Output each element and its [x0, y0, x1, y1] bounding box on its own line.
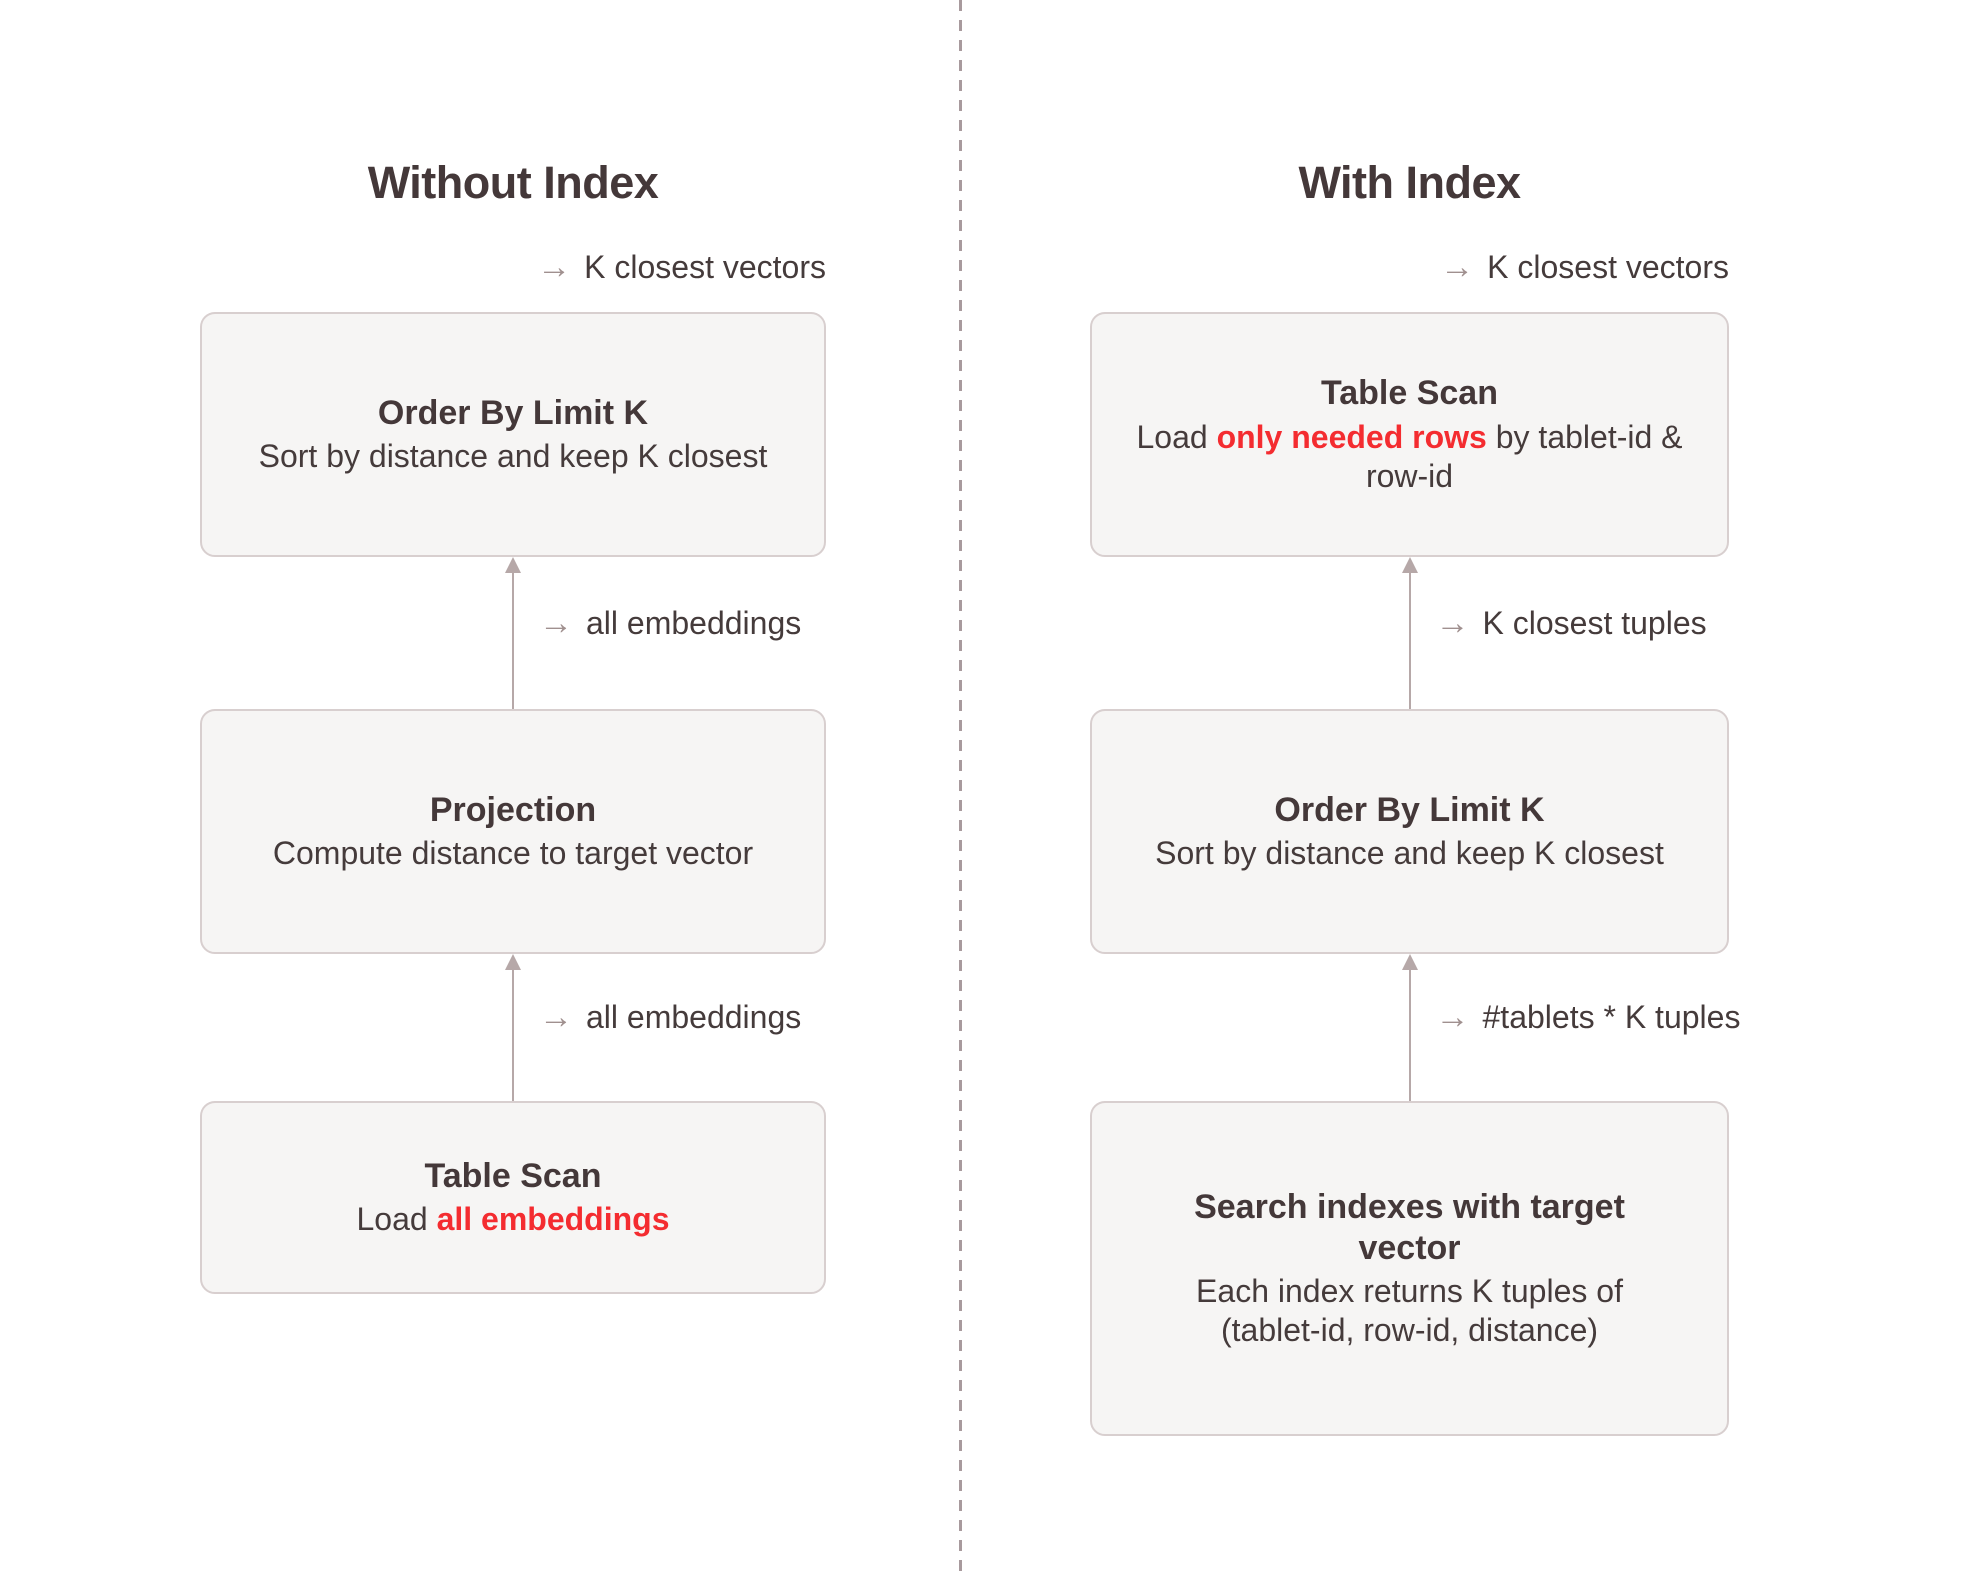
node-body-pre: Each index returns K tuples of (tablet-i…	[1196, 1273, 1623, 1349]
arrowhead-icon	[1401, 954, 1418, 970]
output-label-left: → K closest vectors	[537, 249, 826, 286]
connector-label-left-1: → all embeddings	[539, 605, 801, 642]
node-left-table-scan[interactable]: Table Scan Load all embeddings	[200, 1101, 826, 1294]
arrow-right-icon: →	[1435, 603, 1470, 642]
connector-right-1: → K closest tuples	[1397, 557, 1707, 709]
connector-label-text: K closest tuples	[1482, 605, 1707, 641]
node-body: Load only needed rows by tablet-id & row…	[1132, 418, 1687, 496]
arrow-right-icon: →	[1440, 247, 1475, 286]
node-title: Search indexes with target vector	[1194, 1187, 1625, 1267]
node-body-highlight: all embeddings	[436, 1201, 670, 1238]
arrow-right-icon: →	[537, 247, 572, 286]
arrowhead-icon	[505, 954, 521, 970]
arrowhead-icon	[505, 557, 521, 573]
connector-stem	[512, 968, 514, 1101]
node-body-pre: Load	[356, 1201, 437, 1238]
connector-label-text: all embeddings	[586, 999, 802, 1035]
node-body-highlight: only needed rows	[1216, 418, 1487, 455]
node-title: Projection	[429, 790, 597, 829]
node-body-pre: Load	[1136, 418, 1217, 455]
connector-stem	[1408, 571, 1411, 709]
output-label-right-text: K closest vectors	[1487, 249, 1729, 285]
node-body: Each index returns K tuples of (tablet-i…	[1172, 1272, 1647, 1350]
node-body: Sort by distance and keep K closest	[1155, 834, 1664, 873]
column-title-with-index: With Index	[1298, 157, 1521, 208]
connector-label-right-1: → K closest tuples	[1436, 605, 1707, 642]
node-title: Order By Limit K	[1274, 790, 1545, 829]
node-body-pre: Sort by distance and keep K closest	[1155, 835, 1664, 872]
node-body-pre: Compute distance to target vector	[272, 835, 754, 872]
column-title-without-index: Without Index	[367, 157, 659, 208]
connector-label-text: #tablets * K tuples	[1482, 999, 1741, 1035]
node-title: Table Scan	[1321, 374, 1498, 413]
arrowhead-icon	[1401, 557, 1418, 573]
connector-label-text: all embeddings	[586, 605, 802, 641]
node-right-table-scan[interactable]: Table Scan Load only needed rows by tabl…	[1090, 312, 1729, 557]
node-body: Load all embeddings	[356, 1200, 669, 1239]
connector-label-right-2: → #tablets * K tuples	[1436, 999, 1741, 1036]
node-body: Compute distance to target vector	[273, 834, 753, 873]
connector-left-2: → all embeddings	[500, 954, 801, 1101]
node-title: Order By Limit K	[377, 393, 649, 432]
node-title: Table Scan	[424, 1156, 602, 1195]
node-left-order-by-limit-k[interactable]: Order By Limit K Sort by distance and ke…	[200, 312, 826, 557]
node-body-pre: Sort by distance and keep K closest	[258, 438, 768, 475]
node-left-projection[interactable]: Projection Compute distance to target ve…	[200, 709, 826, 954]
connector-stem	[1408, 968, 1411, 1101]
node-body: Sort by distance and keep K closest	[259, 437, 768, 476]
node-body-post: by tablet-id & row-id	[1365, 418, 1683, 494]
connector-right-2: → #tablets * K tuples	[1397, 954, 1740, 1101]
dashed-divider	[959, 0, 962, 1572]
arrow-right-icon: →	[1435, 997, 1470, 1036]
node-right-search-indexes[interactable]: Search indexes with target vector Each i…	[1090, 1101, 1729, 1436]
arrow-right-icon: →	[539, 603, 573, 642]
connector-left-1: → all embeddings	[500, 557, 801, 709]
node-right-order-by-limit-k[interactable]: Order By Limit K Sort by distance and ke…	[1090, 709, 1729, 954]
output-label-left-text: K closest vectors	[584, 249, 826, 285]
connector-stem	[512, 571, 514, 709]
connector-label-left-2: → all embeddings	[539, 999, 801, 1036]
arrow-right-icon: →	[539, 997, 573, 1036]
output-label-right: → K closest vectors	[1440, 249, 1729, 286]
